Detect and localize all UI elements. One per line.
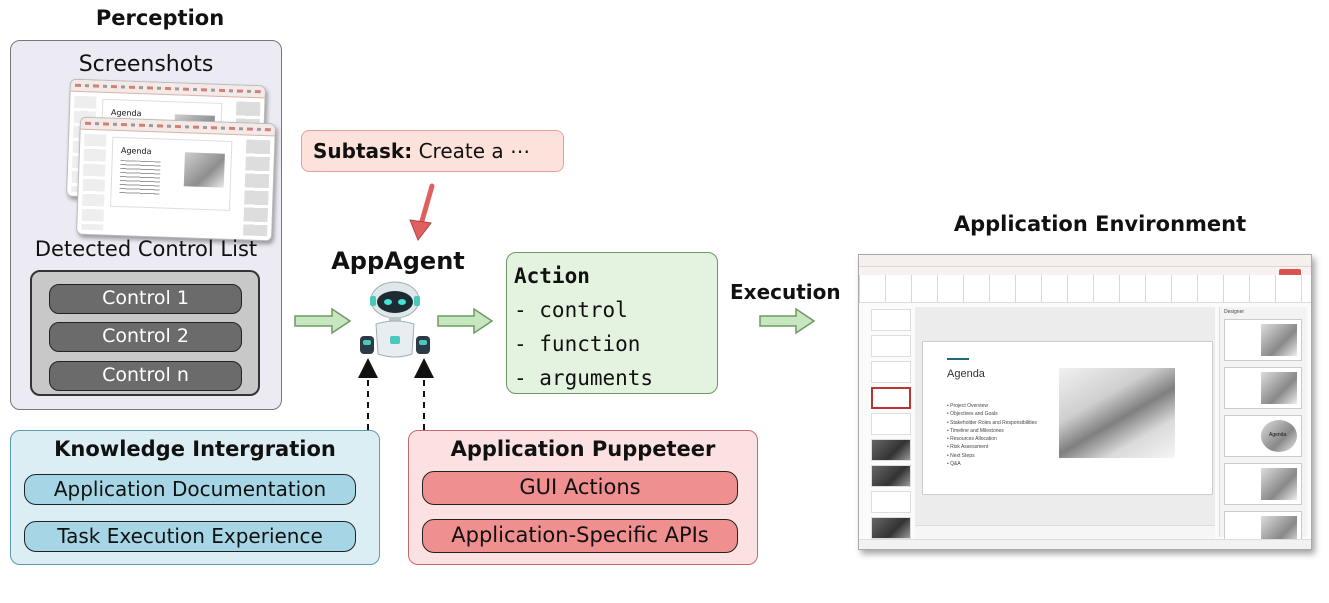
subtask-label: Subtask: [313, 139, 413, 163]
execution-label: Execution [730, 280, 841, 304]
perception-title: Perception [95, 6, 225, 30]
notes-pane [915, 525, 1215, 541]
knowledge-item: Application Documentation [24, 474, 356, 505]
status-bar [859, 539, 1311, 549]
control-item: Control n [49, 361, 242, 391]
screenshots-label: Screenshots [78, 52, 214, 77]
window-menubar [859, 267, 1311, 277]
slide-bullets: Project Overview Objectives and Goals St… [947, 402, 1037, 468]
robot-icon [360, 281, 430, 358]
detected-control-list-label: Detected Control List [34, 237, 258, 261]
slide-title: Agenda [947, 368, 985, 380]
puppeteer-title: Application Puppeteer [450, 437, 716, 461]
control-item: Control 2 [49, 322, 242, 352]
action-title: Action [514, 264, 590, 288]
subtask-text: Create a ⋯ [412, 139, 531, 163]
window-titlebar [859, 255, 1311, 267]
slide-photo [1059, 368, 1175, 458]
action-item: - arguments [514, 366, 654, 390]
window-ribbon [859, 275, 1311, 303]
knowledge-title: Knowledge Intergration [54, 437, 336, 461]
control-list: Control 1 Control 2 Control n [30, 270, 260, 396]
puppeteer-item: GUI Actions [422, 471, 738, 505]
subtask-box: Subtask: Create a ⋯ [301, 130, 564, 172]
environment-title: Application Environment [953, 212, 1247, 236]
application-window: Agenda Project Overview Objectives and G… [858, 254, 1312, 550]
action-item: - control [514, 298, 628, 322]
arrow-perception-to-agent [294, 307, 352, 335]
designer-pane: Designer Agenda [1219, 307, 1307, 549]
arrow-action-to-environment [759, 307, 816, 335]
arrow-agent-to-action [437, 307, 494, 335]
arrow-subtask-to-agent [409, 183, 435, 242]
action-item: - function [514, 332, 641, 356]
current-slide: Agenda Project Overview Objectives and G… [922, 341, 1213, 495]
knowledge-item: Task Execution Experience [24, 521, 356, 552]
appagent-label: AppAgent [331, 247, 465, 275]
slide-thumbnails [865, 307, 911, 539]
control-item: Control 1 [49, 284, 242, 314]
action-box: Action - control - function - arguments [506, 252, 718, 394]
puppeteer-item: Application-Specific APIs [422, 519, 738, 553]
